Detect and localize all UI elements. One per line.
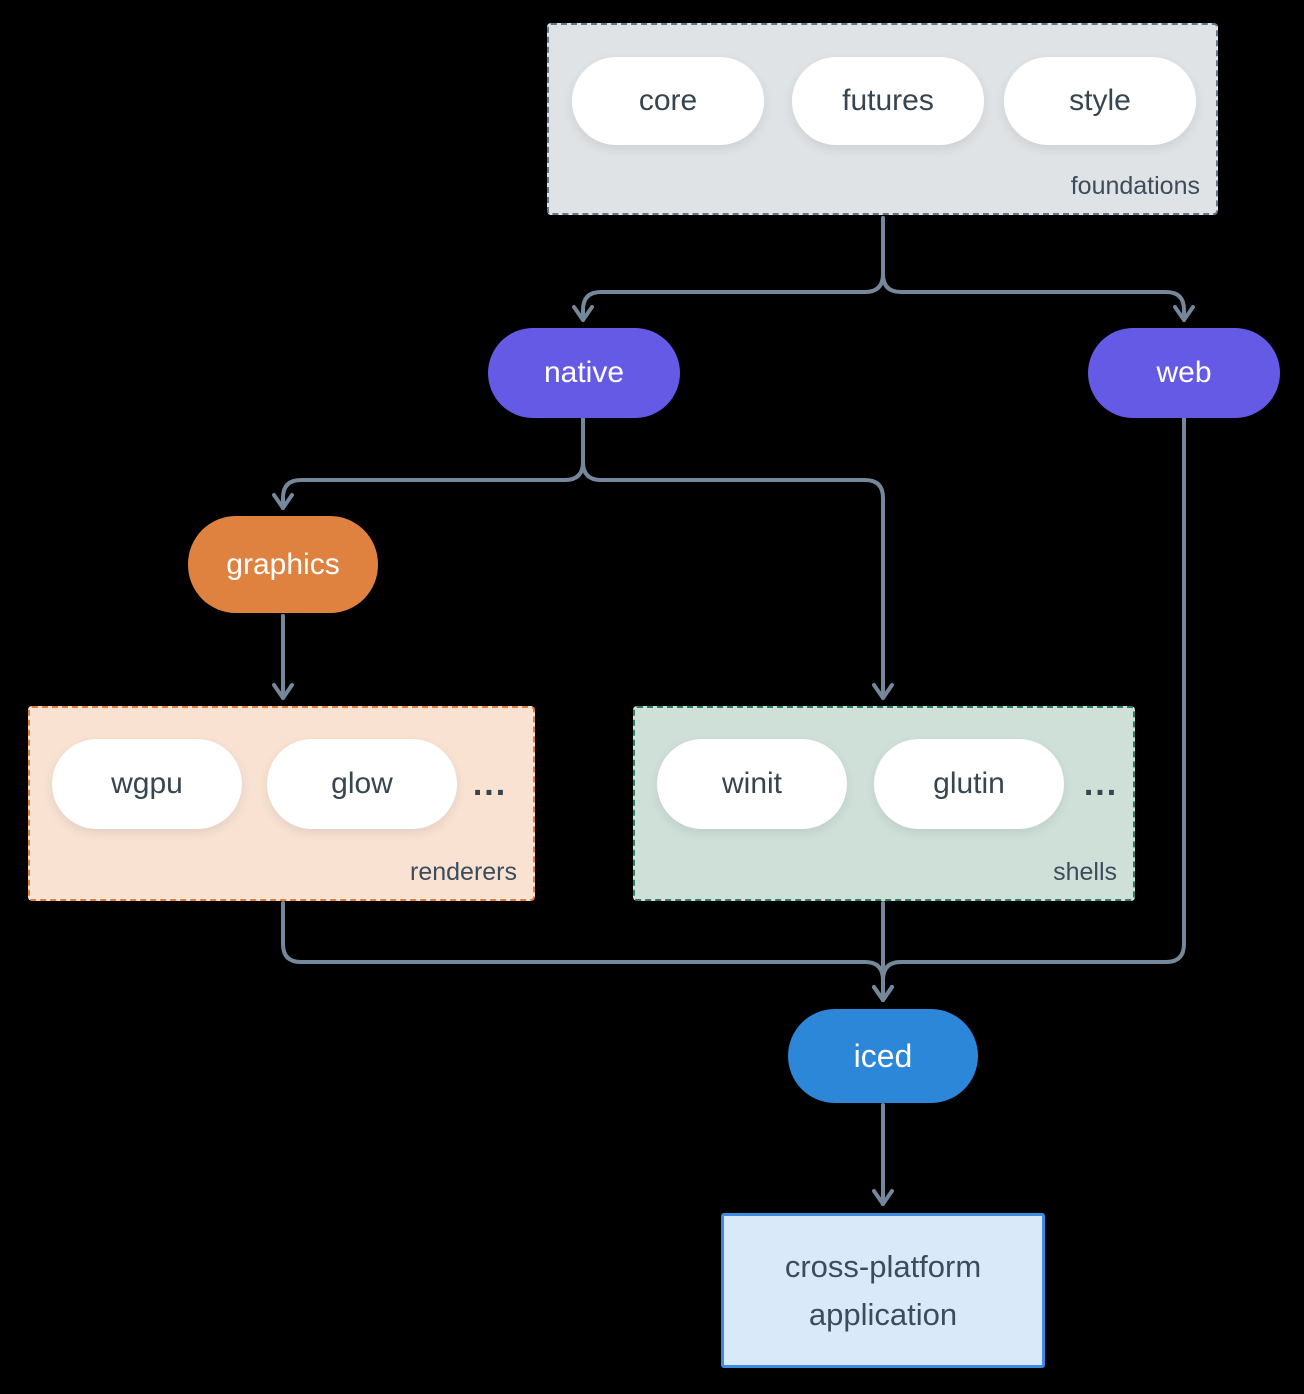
connector-web-iced [872,416,1186,1002]
node-web: web [1088,328,1280,418]
node-iced: iced [788,1009,978,1103]
pill-glutin: glutin [874,739,1064,829]
node-graphics-label: graphics [226,547,340,581]
connector-native-shells [581,416,894,700]
connector-foundations-web [881,216,1195,322]
pill-wgpu-label: wgpu [111,767,183,800]
pill-glow: glow [267,739,457,829]
group-foundations: core futures style foundations [547,23,1218,215]
group-renderers: wgpu glow ... renderers [28,706,535,901]
pill-futures: futures [792,57,984,145]
group-shells: winit glutin ... shells [633,706,1135,901]
node-graphics: graphics [188,516,378,613]
node-native: native [488,328,680,418]
node-application-line2: application [808,1296,958,1332]
group-renderers-label: renderers [410,858,517,886]
group-foundations-label: foundations [1070,172,1200,200]
node-iced-label: iced [853,1037,913,1074]
pill-core-label: core [638,84,698,117]
node-application: cross-platform application [721,1213,1045,1368]
pill-futures-label: futures [842,84,934,117]
pill-winit: winit [657,739,847,829]
connector-native-graphics [272,416,585,510]
shells-ellipsis: ... [1083,764,1119,803]
node-native-label: native [543,356,625,389]
pill-style: style [1004,57,1196,145]
pill-glow-label: glow [331,767,393,800]
pill-glutin-label: glutin [933,767,1005,800]
connector-renderers-iced [281,901,894,1002]
pill-style-label: style [1069,84,1131,117]
pill-wgpu: wgpu [52,739,242,829]
renderers-ellipsis: ... [472,764,508,803]
connector-foundations-native [572,216,885,322]
pill-core: core [572,57,764,145]
node-application-line1: cross-platform [784,1249,982,1285]
group-shells-label: shells [1053,858,1117,886]
node-web-label: web [1156,356,1212,389]
pill-winit-label: winit [721,767,782,800]
